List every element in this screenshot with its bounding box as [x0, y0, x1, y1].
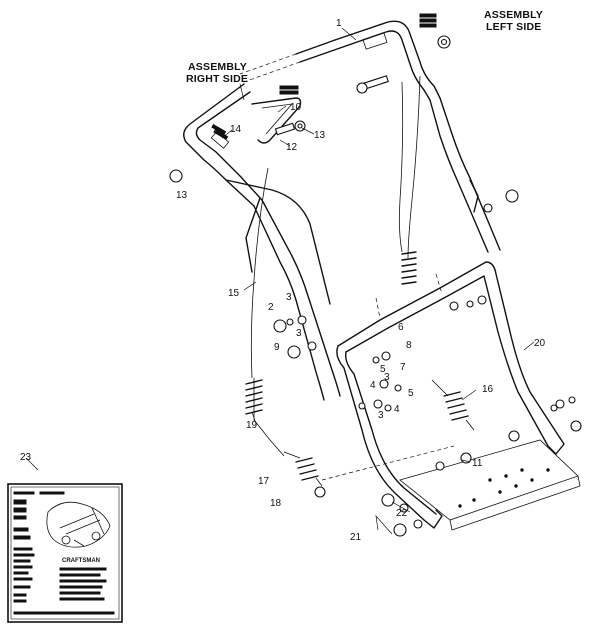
callout-23: 23	[20, 452, 32, 463]
callout-19: 19	[246, 420, 258, 431]
callout-8: 8	[406, 340, 412, 351]
callout-3-d: 3	[378, 410, 384, 421]
callout-7: 7	[400, 362, 406, 373]
spring-part-19	[245, 378, 285, 457]
left-upper-handle	[439, 97, 501, 251]
spring-upper	[401, 251, 417, 285]
callout-5-a: 5	[380, 364, 386, 375]
lower-handle-part-20	[337, 261, 561, 439]
callout-3-b: 3	[296, 328, 302, 339]
callout-16: 16	[482, 384, 494, 395]
callout-13-b: 13	[176, 190, 188, 201]
assembly-left-side-label-line1: ASSEMBLY	[484, 9, 543, 21]
callout-4-a: 4	[370, 380, 376, 391]
owners-manual: CRAFTSMAN	[7, 483, 123, 623]
callout-17: 17	[258, 476, 270, 487]
callout-6: 6	[398, 322, 404, 333]
callout-11: 11	[472, 458, 483, 469]
callout-12: 12	[286, 142, 298, 153]
callout-2: 2	[268, 302, 274, 313]
callout-13-a: 13	[314, 130, 326, 141]
callout-9: 9	[274, 342, 280, 353]
callout-14: 14	[230, 124, 242, 135]
callout-4-b: 4	[394, 404, 400, 415]
right-lower-handle-outer	[253, 205, 325, 401]
callout-3-c: 3	[384, 372, 390, 383]
hardware	[169, 35, 582, 537]
callout-15: 15	[228, 288, 240, 299]
callout-5-b: 5	[408, 388, 414, 399]
assembly-right-side-label-line1: ASSEMBLY	[188, 61, 247, 73]
cable-part-15	[250, 167, 269, 379]
callout-10: 10	[290, 102, 302, 113]
spring-part-17	[283, 451, 323, 487]
manual-brand: CRAFTSMAN	[62, 558, 100, 564]
callout-22: 22	[396, 508, 408, 519]
callout-20: 20	[534, 338, 546, 349]
spring-part-16	[431, 379, 475, 431]
callout-21: 21	[350, 532, 362, 543]
bracket-part-10	[251, 97, 302, 144]
assembly-left-side-label-line2: LEFT SIDE	[486, 21, 541, 33]
assembly-right-side-label-line2: RIGHT SIDE	[186, 73, 248, 85]
callout-leaders	[25, 27, 535, 535]
callout-3-a: 3	[286, 292, 292, 303]
callout-1: 1	[336, 18, 342, 29]
callout-18: 18	[270, 498, 282, 509]
upper-handle	[183, 13, 441, 207]
